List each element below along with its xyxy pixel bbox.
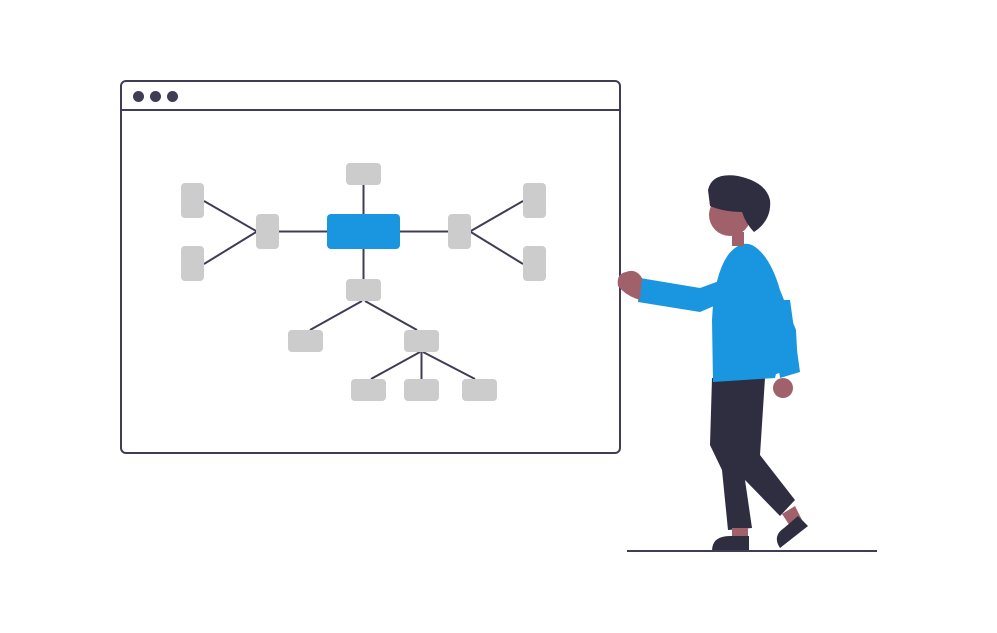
hair <box>708 175 771 232</box>
edge <box>364 300 418 331</box>
edge <box>370 351 421 380</box>
diagram-node-right-hub <box>448 214 471 249</box>
edge <box>422 351 476 380</box>
diagram-node-left-leaf-2 <box>181 246 204 281</box>
sleeve-left <box>638 278 728 312</box>
diagram-node-top <box>346 163 381 185</box>
ground-line <box>627 550 877 552</box>
pants <box>710 378 795 530</box>
diagram-node-leaf-b <box>404 379 439 401</box>
edge <box>469 200 524 233</box>
diagram-node-right-leaf-1 <box>523 183 546 218</box>
neck <box>732 232 744 246</box>
shoe-left <box>712 536 749 551</box>
diagram-node-center <box>327 214 400 249</box>
diagram-node-left-leaf-1 <box>181 183 204 218</box>
hand-left <box>617 270 642 300</box>
diagram-node-bottom-left <box>288 330 323 352</box>
edge <box>309 300 363 331</box>
shoe-right <box>776 516 808 548</box>
diagram-node-leaf-c <box>462 379 497 401</box>
diagram-node-bottom-hub <box>346 279 381 301</box>
edge <box>203 230 258 265</box>
diagram-node-left-hub <box>256 214 279 249</box>
diagram-node-right-leaf-2 <box>523 246 546 281</box>
hand-right <box>773 378 793 398</box>
window-dot-icon <box>133 91 144 102</box>
window-title-bar <box>122 82 619 111</box>
window-dot-icon <box>167 91 178 102</box>
diagram-node-bottom-right-hub <box>404 330 439 352</box>
edge <box>203 200 258 233</box>
window-dot-icon <box>150 91 161 102</box>
shirt <box>712 243 798 382</box>
edge <box>469 230 524 265</box>
diagram-node-leaf-a <box>351 379 386 401</box>
